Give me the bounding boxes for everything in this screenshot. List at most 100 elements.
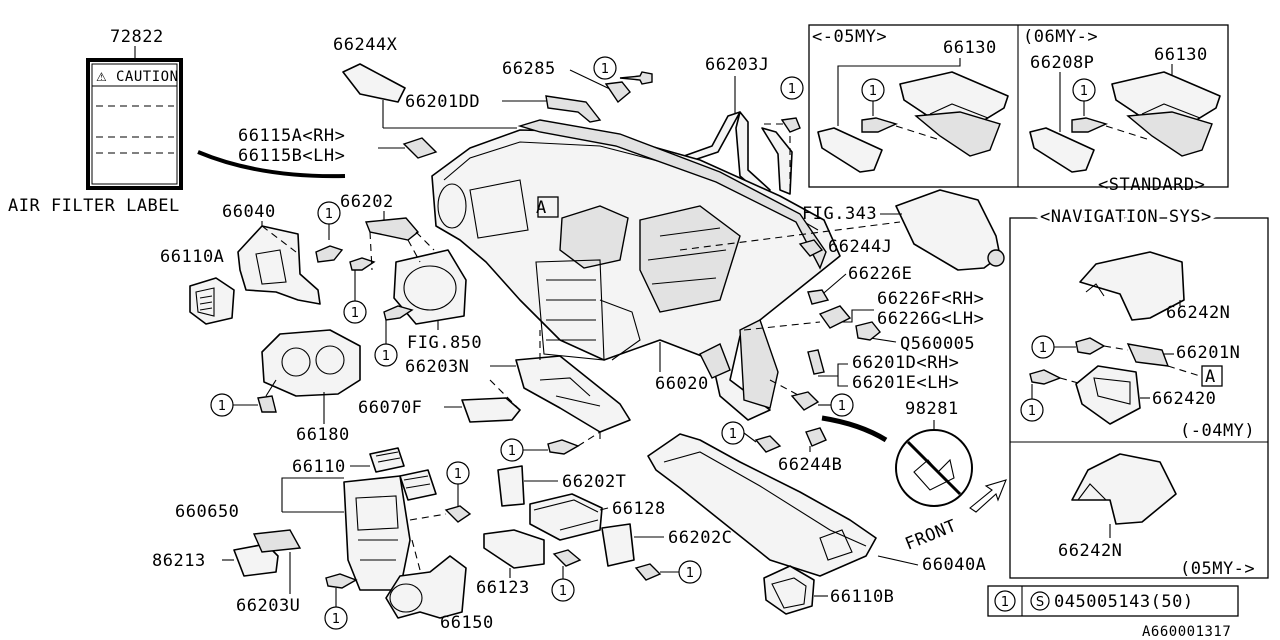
part-66180-label[interactable]: 66180 [296,425,350,445]
callout-number: 1 [869,84,877,99]
caution-label-card[interactable] [86,58,183,190]
part-66201D-bracket[interactable] [807,349,825,375]
part-66128-label[interactable]: 66128 [612,499,666,519]
lower-panel-parts: 66040A 66110B FRONT [647,433,1007,615]
top-center-parts: 66244X 66285 1 66201DD [333,35,653,129]
part-662420-bezel[interactable] [1075,365,1141,425]
part-66201DD-label[interactable]: 66201DD [405,92,480,112]
part-66244X-trim[interactable] [342,63,406,103]
part-66020-label[interactable]: 66020 [655,374,709,394]
part-66130-left-label[interactable]: 66130 [943,38,997,58]
part-66110-vent-lower[interactable] [399,469,437,501]
part-66201E-label[interactable]: 66201E<LH> [852,373,959,393]
part-66244J-label[interactable]: 66244J [828,237,892,257]
screw-icon [383,305,414,321]
callout-number: 1 [838,399,846,414]
middle-parts: 66180 1 66203N 66070F 1 [210,329,631,462]
part-66202C-bracket[interactable] [601,523,635,567]
part-660650-bezel[interactable] [343,475,411,591]
part-66208P-tray[interactable] [1029,127,1095,173]
diagram-id: A660001317 [1142,624,1231,640]
part-66203J-label[interactable]: 66203J [705,55,769,75]
part-fig343-cover[interactable] [895,189,1001,271]
part-66285-label[interactable]: 66285 [502,59,556,79]
part-66242N-cover-b[interactable] [1071,453,1177,525]
part-66040-label[interactable]: 66040 [222,202,276,222]
part-66244X-label[interactable]: 66244X [333,35,398,55]
part-66150-label[interactable]: 66150 [440,613,494,633]
screw-icon [634,563,662,581]
part-66285-clip[interactable] [604,81,631,104]
fig343-label[interactable]: FIG.343 [802,204,877,224]
part-66150-cupholder[interactable] [385,555,467,619]
part-66115A-label[interactable]: 66115A<RH> [238,126,345,146]
part-66226E-label[interactable]: 66226E [848,264,912,284]
part-66130-tray-left[interactable] [817,127,883,173]
part-Q560005-label[interactable]: Q560005 [900,334,975,354]
front-direction-label: FRONT [902,516,959,555]
part-66226-cover[interactable] [818,305,852,329]
screw-icon [855,321,881,341]
screw-icon [619,71,653,85]
part-66040-side-panel[interactable] [237,225,321,305]
part-66226E-clip[interactable] [807,289,830,305]
part-66202C-label[interactable]: 66202C [668,528,732,548]
part-66242N-cover-a[interactable] [1079,251,1185,321]
nav-ref-box-A: A [1205,367,1216,387]
part-66110B-vent[interactable] [763,565,815,615]
part-66110-label[interactable]: 66110 [292,457,346,477]
part-66115-vent[interactable] [402,137,438,159]
part-66115B-label[interactable]: 66115B<LH> [238,146,345,166]
part-66202T-bracket[interactable] [497,465,525,507]
part-66202T-label[interactable]: 66202T [562,472,626,492]
part-66201N-label[interactable]: 66201N [1176,343,1240,363]
part-66110A-label[interactable]: 66110A [160,247,224,267]
part-66202-label[interactable]: 66202 [340,192,394,212]
nav-range-b: (05MY-> [1180,559,1255,579]
part-66202-bracket[interactable] [365,217,420,241]
part-72822-label[interactable]: 72822 [110,27,164,47]
part-66070F-pocket[interactable] [461,397,521,423]
part-660650-label[interactable]: 660650 [175,502,239,522]
part-66242N-b-label[interactable]: 66242N [1058,541,1122,561]
part-662420-label[interactable]: 662420 [1152,389,1216,409]
part-66070F-label[interactable]: 66070F [358,398,422,418]
part-66201D-label[interactable]: 66201D<RH> [852,353,959,373]
part-66123-pocket[interactable] [483,529,545,569]
part-86213-label[interactable]: 86213 [152,551,206,571]
part-66110B-label[interactable]: 66110B [830,587,894,607]
part-66242N-a-label[interactable]: 66242N [1166,303,1230,323]
part-66226G-label[interactable]: 66226G<LH> [877,309,984,329]
part-66040A-lower-panel[interactable] [647,433,877,577]
screw-icon [257,395,277,413]
part-66201N-bracket[interactable] [1126,343,1170,367]
part-66244B-label[interactable]: 66244B [778,455,842,475]
part-66203U-bracket[interactable] [252,529,302,553]
fastener-part-number[interactable]: 045005143(50) [1054,592,1194,612]
screw-icon [1071,117,1109,133]
screw-icon [552,549,582,567]
part-66226F-label[interactable]: 66226F<RH> [877,289,984,309]
fig850-label[interactable]: FIG.850 [407,333,482,353]
part-66180-cluster[interactable] [261,329,361,397]
inset-left-title: <-05MY> [812,27,887,47]
part-66208P-label[interactable]: 66208P [1030,53,1094,73]
part-66123-label[interactable]: 66123 [476,578,530,598]
part-66130-right-label[interactable]: 66130 [1154,45,1208,65]
screw-icon [1029,369,1062,385]
defroster-strip[interactable] [517,119,827,270]
callout-number: 1 [788,82,796,97]
center-stack-parts: 66110 660650 1 86213 66203U 1 66150 [152,447,494,633]
part-66203N-label[interactable]: 66203N [405,357,469,377]
part-66203N-bracket[interactable] [515,355,631,433]
part-66244B-clip[interactable] [805,427,827,447]
part-66128-audio-unit[interactable] [529,493,603,541]
standard-part-symbol-icon: S [1036,595,1044,610]
part-66244J-clip[interactable] [798,239,824,257]
part-66040A-label[interactable]: 66040A [922,555,986,575]
part-66203U-label[interactable]: 66203U [236,596,300,616]
part-66201DD-bracket[interactable] [545,95,602,123]
part-fig850-gauge[interactable] [393,249,467,325]
ref-box-A: A [536,198,547,218]
part-98281-label[interactable]: 98281 [905,399,959,419]
